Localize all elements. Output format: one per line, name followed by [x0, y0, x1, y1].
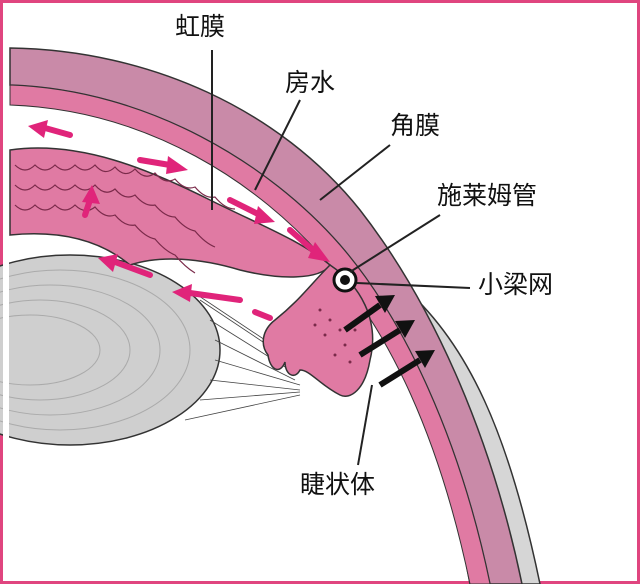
- aqueous-flow-arrows: [28, 120, 330, 321]
- label-ciliary-body: 睫状体: [300, 470, 376, 499]
- label-trabecular-meshwork: 小梁网: [478, 270, 554, 299]
- ciliary-body: [262, 264, 374, 397]
- leader-lines: [211, 50, 471, 466]
- label-aqueous-humor: 房水: [285, 68, 336, 97]
- label-iris: 虹膜: [175, 12, 226, 41]
- outflow-arrows: [343, 295, 435, 388]
- label-schlemm-canal: 施莱姆管: [437, 181, 538, 210]
- lens: [0, 254, 221, 446]
- label-cornea: 角膜: [390, 111, 441, 140]
- lens-lines: [0, 269, 191, 431]
- iris-folds: [14, 164, 236, 274]
- meshwork-dots: [313, 308, 357, 364]
